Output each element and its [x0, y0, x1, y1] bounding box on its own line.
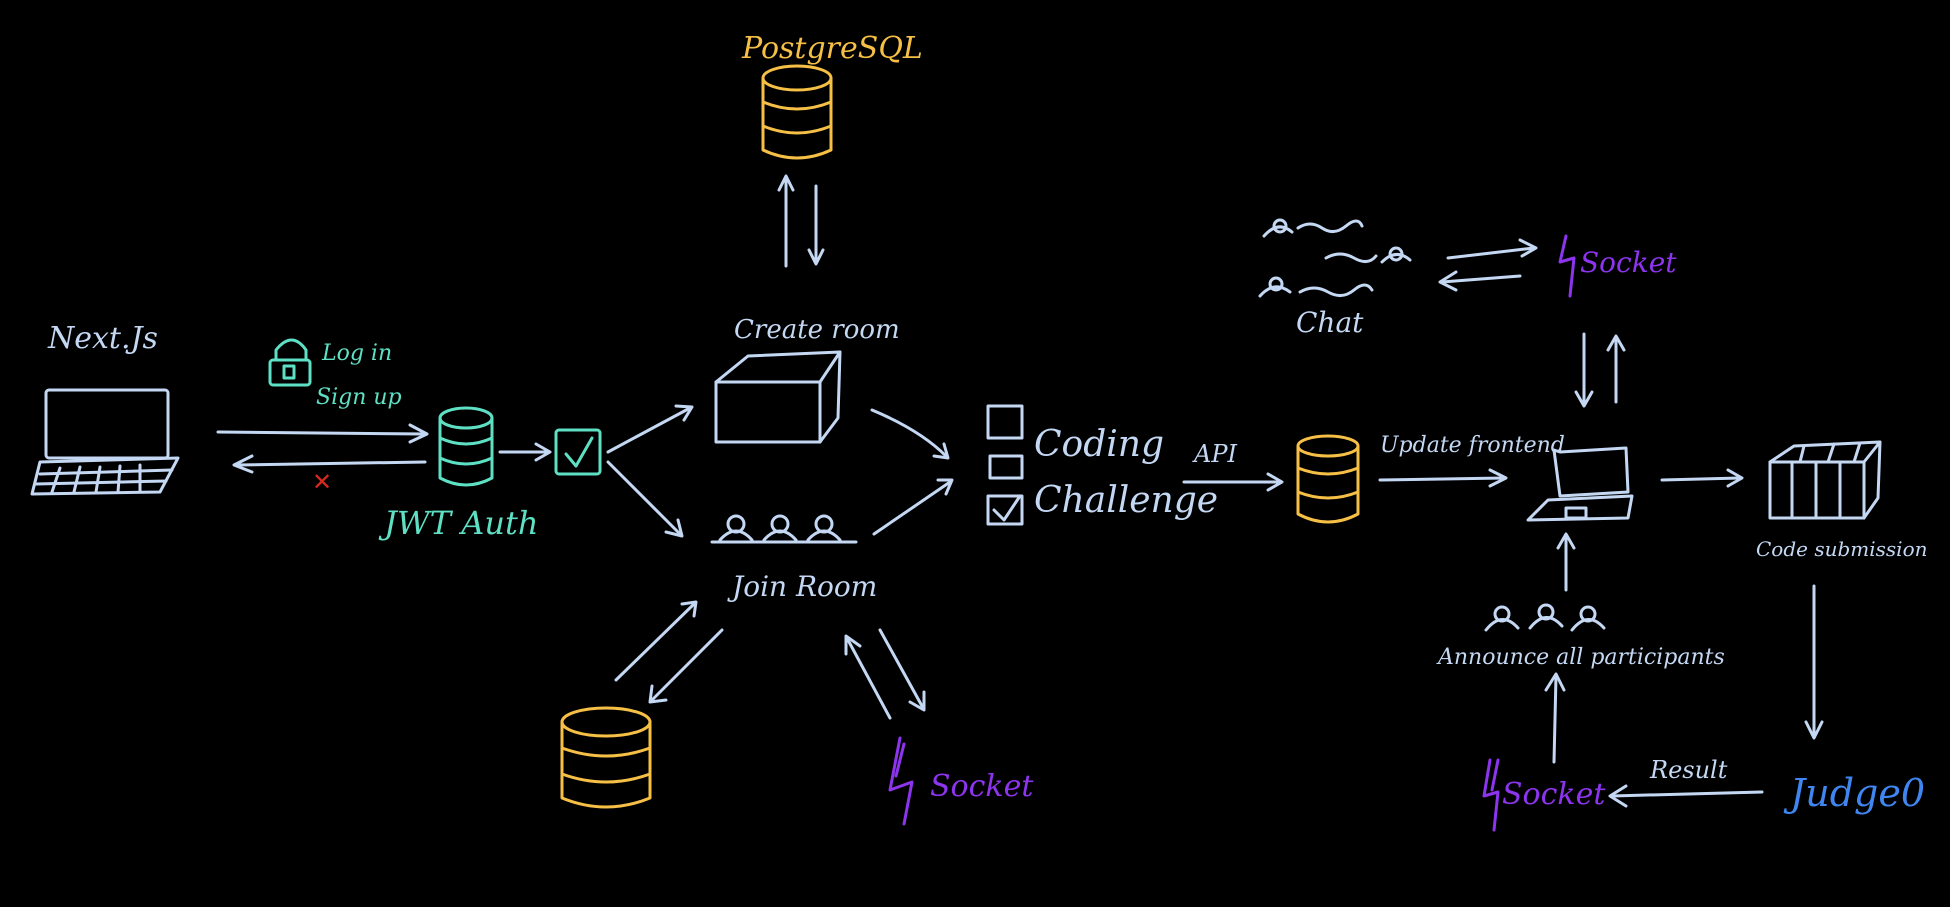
fork-arrows	[606, 404, 694, 538]
challenge-label: Challenge	[1034, 480, 1218, 521]
challenge-checkboxes-icon	[986, 404, 1024, 526]
chat-label: Chat	[1296, 306, 1364, 339]
participants-people-icon	[710, 514, 858, 544]
postgres-database-icon	[761, 64, 833, 160]
socket-label-bottom: Socket	[1502, 777, 1606, 812]
nextjs-label: Next.Js	[47, 321, 158, 356]
socket-label-top: Socket	[1580, 246, 1677, 279]
result-arrow	[1608, 784, 1764, 808]
login-label: Log in	[321, 341, 392, 366]
socket-lightning-icon-bottom	[1482, 758, 1500, 832]
socket-lightning-icon	[888, 736, 914, 826]
code-submission-label: Code submission	[1756, 537, 1928, 561]
judge0-label: Judge0	[1783, 771, 1925, 815]
coding-label: Coding	[1034, 424, 1164, 465]
room-box-icon	[714, 350, 842, 444]
jwt-database-icon	[438, 406, 494, 487]
nextjs-laptop-icon	[30, 388, 180, 496]
api-arrow	[1182, 472, 1284, 492]
result-label: Result	[1649, 756, 1728, 784]
join-sync-arrows	[614, 600, 724, 704]
socket-label-center: Socket	[930, 769, 1034, 804]
socket-lightning-icon-top	[1558, 234, 1576, 298]
socket-laptop-sync-arrows	[1574, 332, 1626, 408]
socket-sync-arrows	[844, 628, 926, 720]
announce-to-laptop-arrow	[1556, 532, 1576, 592]
api-label: API	[1192, 440, 1237, 468]
api-database-icon	[1296, 434, 1360, 524]
announce-label: Announce all participants	[1436, 645, 1725, 670]
cross-icon: ✕	[312, 468, 332, 496]
jwt-to-check-arrow	[498, 442, 552, 462]
announce-people-icon	[1484, 603, 1606, 632]
submission-to-judge-arrow	[1804, 584, 1824, 740]
login-arrows	[216, 423, 429, 474]
frontend-laptop-icon	[1526, 446, 1634, 522]
room-database-icon	[560, 706, 652, 809]
update-frontend-arrow	[1378, 468, 1508, 488]
signup-label: Sign up	[316, 385, 402, 410]
jwt-auth-label: JWT Auth	[378, 504, 538, 542]
checkbox-icon	[554, 428, 602, 476]
chat-socket-arrows	[1438, 238, 1538, 292]
postgres-label: PostgreSQL	[741, 31, 923, 66]
join-room-label: Join Room	[727, 570, 877, 603]
to-challenge-arrows	[870, 408, 954, 536]
create-room-label: Create room	[734, 315, 900, 345]
submission-crate-icon	[1768, 440, 1882, 520]
chat-people-icon	[1258, 218, 1412, 298]
laptop-to-submission-arrow	[1660, 468, 1744, 488]
socket-to-announce-arrow	[1544, 672, 1566, 764]
postgres-sync-arrows	[777, 174, 825, 268]
update-frontend-label: Update frontend	[1380, 433, 1565, 458]
padlock-icon	[268, 338, 312, 387]
